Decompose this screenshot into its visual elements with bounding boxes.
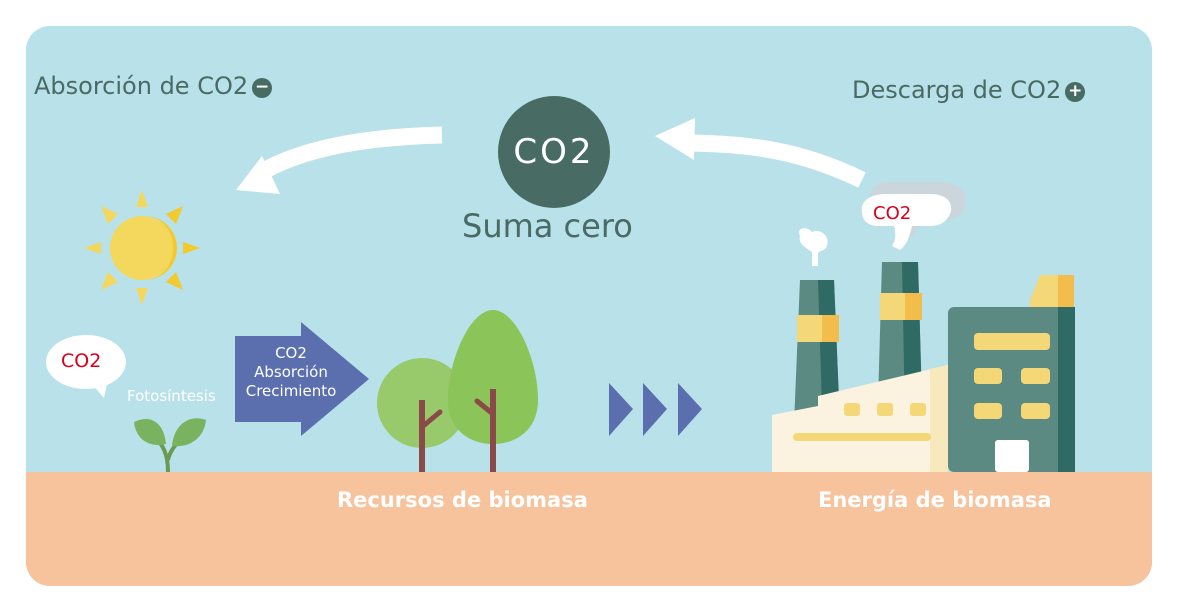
co2-bubble-factory: [861, 182, 967, 250]
biomass-resources-label: Recursos de biomasa: [337, 488, 588, 512]
co2-bubble-left-text: CO2: [61, 350, 102, 372]
curved-arrow-left-icon: [236, 126, 443, 194]
co2-bubble-factory-text: CO2: [873, 203, 912, 224]
co2-center-circle: CO2: [498, 96, 610, 208]
plus-circle-icon: +: [1065, 82, 1086, 102]
absorption-arrow: [235, 322, 369, 436]
sun-icon: [84, 190, 200, 305]
minus-circle-icon: −: [252, 78, 273, 98]
co2-bubble-left: [46, 335, 126, 398]
chevron-triple-icon: [609, 383, 702, 436]
tree-round-icon: [377, 358, 467, 472]
curved-arrow-right-icon: [655, 118, 866, 188]
sprout-icon: [134, 418, 206, 473]
absorption-title: Absorción de CO2−: [34, 72, 273, 100]
photosynthesis-label: Fotosíntesis: [127, 387, 216, 405]
ground: [26, 472, 1152, 586]
biomass-energy-label: Energía de biomasa: [818, 488, 1052, 512]
discharge-title: Descarga de CO2+: [852, 76, 1086, 104]
absorption-arrow-text: CO2 Absorción Crecimiento: [245, 344, 337, 400]
tree-tall-icon: [448, 310, 538, 472]
zero-sum-caption: Suma cero: [462, 207, 633, 245]
factory-icon: [772, 228, 1075, 472]
